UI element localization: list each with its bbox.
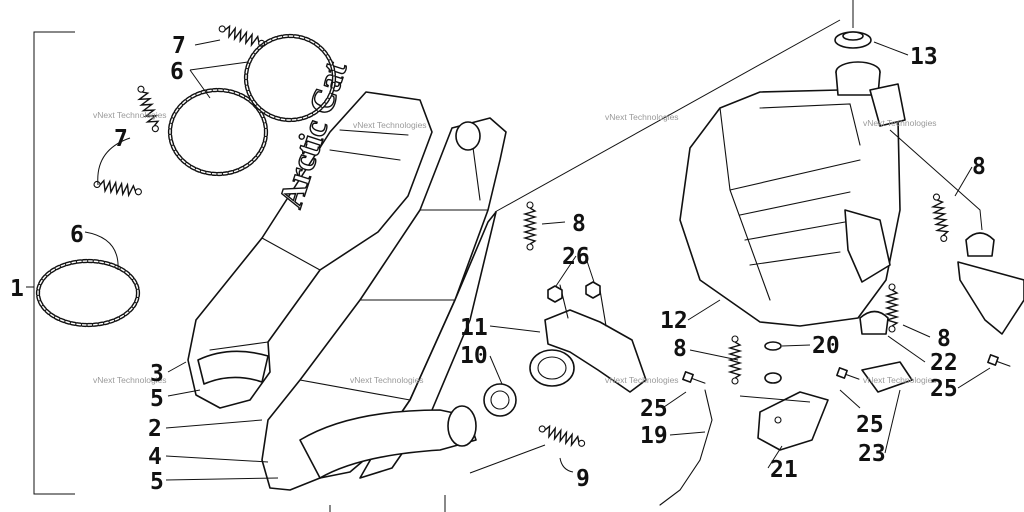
hanger-bracket [859,310,913,393]
watermark-text: vNext Technologies [863,375,937,385]
callout-8: 8 [572,211,586,237]
spring-chain-rings [35,33,337,328]
callout-22: 22 [930,350,958,376]
callout-10: 10 [460,343,488,369]
callout-8: 8 [972,154,986,180]
callout-19: 19 [640,423,668,449]
callout-6: 6 [170,59,184,85]
callout-8: 8 [937,326,951,352]
watermark-text: vNext Technologies [605,375,679,385]
callout-5: 5 [150,386,164,412]
watermark-text: vNext Technologies [353,120,427,130]
washer [764,341,782,384]
callout-11: 11 [460,315,488,341]
callout-7: 7 [114,126,128,152]
callout-1: 1 [10,276,24,302]
watermark-text: vNext Technologies [605,112,679,122]
support-strap [957,261,1024,335]
ground-cable [659,389,713,506]
callout-8: 8 [673,336,687,362]
exhaust-seal [483,383,517,417]
rubber-mount [965,232,995,257]
watermark-text: vNext Technologies [93,110,167,120]
callout-4: 4 [148,444,162,470]
callout-25: 25 [640,396,668,422]
leader-lines [84,0,991,512]
watermark-text: vNext Technologies [350,375,424,385]
watermarks: vNext Technologies vNext Technologies vN… [93,110,937,385]
callout-3: 3 [150,361,164,387]
grommet [834,31,872,49]
callout-5: 5 [150,469,164,495]
watermark-text: vNext Technologies [863,118,937,128]
callout-9: 9 [576,466,590,492]
manifold-y-pipe [529,284,647,393]
callout-13: 13 [910,44,938,70]
callout-20: 20 [812,333,840,359]
callout-labels: 1 2 3 4 5 5 6 6 7 7 8 8 8 8 9 10 11 12 1… [10,33,986,495]
callout-7: 7 [172,33,186,59]
callout-2: 2 [148,416,162,442]
callout-6: 6 [70,222,84,248]
callout-21: 21 [770,457,798,483]
muffler-canister [679,61,906,327]
callout-23: 23 [858,441,886,467]
mounting-bracket [757,391,829,451]
callout-26: 26 [562,244,590,270]
callout-25: 25 [930,376,958,402]
assembly-bracket [26,31,75,495]
manifold-nuts [547,281,601,303]
watermark-text: vNext Technologies [93,375,167,385]
callout-12: 12 [660,308,688,334]
callout-25: 25 [856,412,884,438]
exhaust-expansion-chamber [261,117,507,491]
